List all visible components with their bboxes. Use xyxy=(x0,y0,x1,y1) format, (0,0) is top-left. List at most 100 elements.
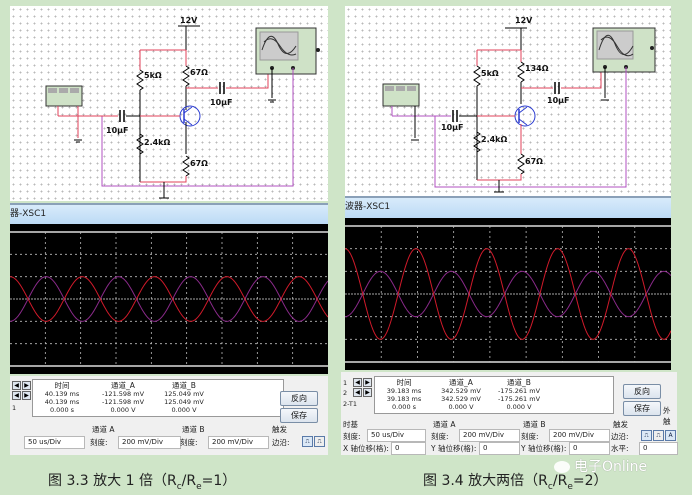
trigger-edge-label: 边沿: xyxy=(611,432,629,441)
figure-caption: 图 3.3 放大 1 倍（Rc/Re=1） xyxy=(48,470,236,492)
c-out-label: 10µF xyxy=(210,98,233,107)
supply-label: 12V xyxy=(515,16,533,25)
rising-edge-button[interactable]: ⎍ xyxy=(302,436,313,447)
channel-a-scale-label: 刻度: xyxy=(431,432,449,441)
timebase-xpos-label: X 轴位移(格): xyxy=(343,444,389,453)
readout-cell: -121.598 mV xyxy=(101,398,145,406)
channel-b-ypos-field[interactable]: 0 xyxy=(569,442,610,455)
t2-right-arrow-button[interactable]: ▶ xyxy=(22,391,31,400)
scope-control-panel: ◀ ▶ ◀ ▶ 1 时间 40.139 ms 40.139 ms 0.000 s… xyxy=(10,376,328,455)
cursor-readout-table: 时间 39.183 ms 39.183 ms 0.000 s 通道_A 342.… xyxy=(374,376,614,414)
supply-label: 12V xyxy=(180,16,198,25)
resistor-r-emitter xyxy=(517,153,525,175)
readout-col-b: 通道_B -175.261 mV -175.261 mV 0.000 V xyxy=(491,378,547,412)
readout-cell: 0.000 s xyxy=(391,403,417,411)
r-emitter-label: 67Ω xyxy=(525,157,543,166)
channel-a-scale-label: 刻度: xyxy=(90,438,108,447)
readout-header: 时间 xyxy=(54,381,70,390)
t1-left-arrow-button[interactable]: ◀ xyxy=(353,378,362,387)
timebase-scale-label: 刻度: xyxy=(343,432,361,441)
r-bias-bottom-label: 2.4kΩ xyxy=(144,138,171,147)
row-label-3: 1 xyxy=(12,404,17,412)
readout-header: 通道_B xyxy=(507,378,531,387)
scope-window-titlebar[interactable]: 波器-XSC1 xyxy=(345,196,671,218)
watermark: 电子Online xyxy=(554,456,647,476)
trigger-edge-label: 边沿: xyxy=(272,438,290,447)
falling-edge-button[interactable]: ⎍ xyxy=(653,430,664,441)
readout-cell: 0.000 V xyxy=(171,406,197,414)
trigger-title: 触发 xyxy=(613,420,628,429)
r-collector-label: 67Ω xyxy=(190,68,208,77)
channel-a-trace xyxy=(10,276,328,322)
channel-b-title: 通道 B xyxy=(523,420,546,429)
channel-a-ypos-field[interactable]: 0 xyxy=(479,442,520,455)
readout-header: 时间 xyxy=(396,378,412,387)
channel-b-scale-field[interactable]: 200 mV/Div xyxy=(549,429,610,442)
schematic-canvas[interactable]: 12V 5kΩ 67Ω 10µF 10µF 2.4kΩ 67Ω xyxy=(10,6,328,201)
timebase-xpos-field[interactable]: 0 xyxy=(391,442,426,455)
r-emitter-label: 67Ω xyxy=(190,159,208,168)
timebase-scale-field[interactable]: 50 us/Div xyxy=(24,436,85,449)
channel-a-scale-field[interactable]: 200 mV/Div xyxy=(118,436,181,449)
trigger-level-field[interactable]: 0 xyxy=(639,442,678,455)
trigger-level-label: 水平: xyxy=(611,444,629,453)
resistor-r-bias-top xyxy=(473,65,481,87)
readout-cell: 125.049 mV xyxy=(164,398,204,406)
r-collector-label: 134Ω xyxy=(525,64,549,73)
channel-b-scale-field[interactable]: 200 mV/Div xyxy=(208,436,269,449)
readout-header: 通道_A xyxy=(449,378,473,387)
timebase-title: 时基 xyxy=(343,420,358,429)
r-bias-top-label: 5kΩ xyxy=(144,71,162,80)
readout-cell: -121.598 mV xyxy=(101,390,145,398)
rising-edge-button[interactable]: ⎍ xyxy=(641,430,652,441)
resistor-r-bias-bottom xyxy=(136,133,144,155)
row-label-1: 1 xyxy=(343,379,348,387)
caption-suffix: =2） xyxy=(572,473,608,489)
channel-b-trace xyxy=(10,276,328,322)
t1-right-arrow-button[interactable]: ▶ xyxy=(22,381,31,390)
external-trigger-label: 外触 xyxy=(663,406,671,426)
resistor-r-bias-bottom xyxy=(473,131,481,153)
channel-b-scale-label: 刻度: xyxy=(521,432,539,441)
channel-b-ypos-label: Y 轴位移(格): xyxy=(521,444,567,453)
channel-a-title: 通道 A xyxy=(92,425,115,434)
watermark-text: 电子Online xyxy=(574,459,648,475)
c-in-label: 10µF xyxy=(106,126,129,135)
channel-a-trigger-button[interactable]: A xyxy=(665,430,676,441)
falling-edge-button[interactable]: ⎍ xyxy=(314,436,325,447)
save-button[interactable]: 保存 xyxy=(280,408,318,423)
readout-cell: 39.183 ms xyxy=(386,387,422,395)
schematic-canvas[interactable]: 12V 5kΩ 134Ω 10µF 10µF 2.4kΩ 67Ω xyxy=(345,6,671,196)
row-label-2: 2 xyxy=(343,389,348,397)
t2-left-arrow-button[interactable]: ◀ xyxy=(12,391,21,400)
resistor-r-collector xyxy=(517,61,525,83)
readout-cell: 342.529 mV xyxy=(441,387,481,395)
t2-left-arrow-button[interactable]: ◀ xyxy=(353,388,362,397)
readout-col-b: 通道_B 125.049 mV 125.049 mV 0.000 V xyxy=(157,382,211,415)
t1-left-arrow-button[interactable]: ◀ xyxy=(12,381,21,390)
t2-right-arrow-button[interactable]: ▶ xyxy=(363,388,372,397)
readout-cell: 0.000 V xyxy=(448,403,474,411)
readout-col-a: 通道_A -121.598 mV -121.598 mV 0.000 V xyxy=(95,381,151,415)
save-button[interactable]: 保存 xyxy=(623,401,661,416)
t1-right-arrow-button[interactable]: ▶ xyxy=(363,378,372,387)
scope-window-titlebar[interactable]: 器-XSC1 xyxy=(10,203,328,224)
readout-cell: -175.261 mV xyxy=(497,395,541,403)
resistor-r-collector xyxy=(182,65,190,87)
readout-cell: 342.529 mV xyxy=(441,395,481,403)
channel-b-title: 通道 B xyxy=(182,425,205,434)
reverse-button[interactable]: 反向 xyxy=(623,384,661,399)
circuit-diagram xyxy=(45,25,320,199)
resistor-r-emitter xyxy=(182,155,190,177)
caption-mid: /R xyxy=(552,473,568,489)
caption-mid: /R xyxy=(181,473,197,489)
scope-control-panel: 1 2 2-T1 ◀ ▶ ◀ ▶ 时间 39.183 ms 39.183 ms … xyxy=(341,372,678,455)
oscilloscope-display xyxy=(10,224,328,374)
channel-a-scale-field[interactable]: 200 mV/Div xyxy=(459,429,520,442)
caption-sub-e: e xyxy=(196,481,202,492)
scope-graph xyxy=(345,225,671,363)
timebase-scale-field[interactable]: 50 us/Div xyxy=(367,429,426,442)
reverse-button[interactable]: 反向 xyxy=(280,391,318,406)
readout-header: 通道_A xyxy=(111,381,135,390)
channel-a-title: 通道 A xyxy=(433,420,456,429)
